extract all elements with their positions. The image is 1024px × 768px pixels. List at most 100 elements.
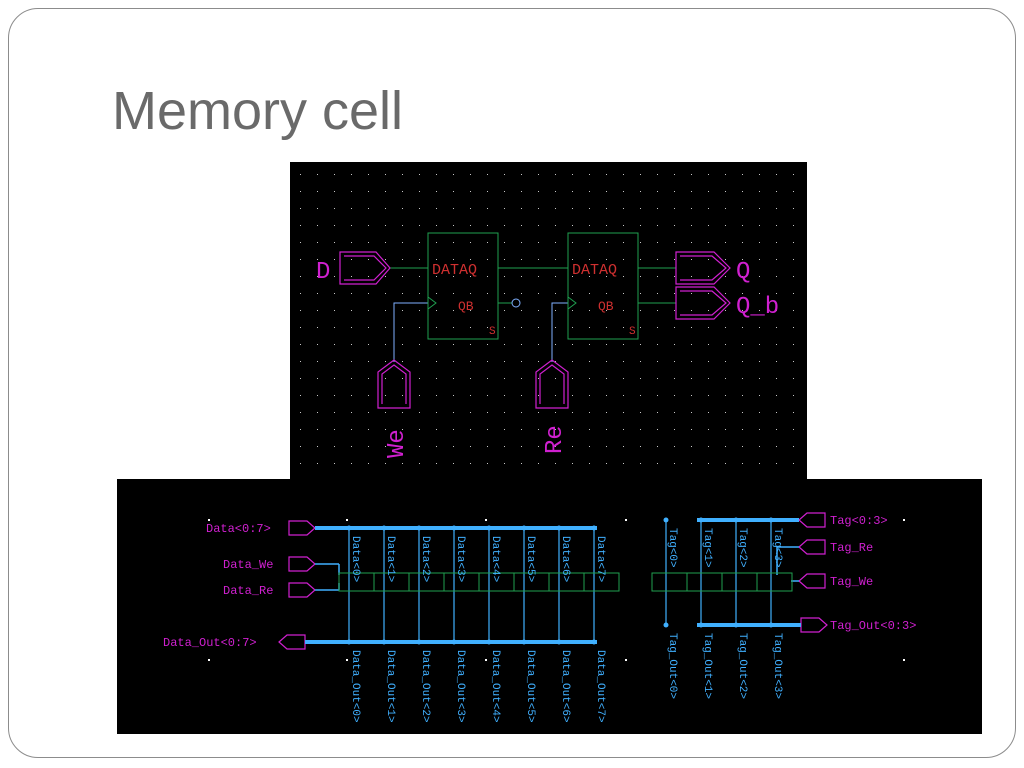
qb-pin-shape	[675, 286, 731, 320]
tag-bit-out-label: Tag_Out<2>	[736, 633, 748, 699]
tag-bit-label: Tag<0>	[666, 528, 678, 568]
data-bit-label: Data<4>	[489, 536, 501, 582]
data-re-label: Data_Re	[223, 584, 273, 598]
data-in-pin-shape	[288, 520, 316, 536]
data-bit-junction	[521, 525, 527, 531]
tag-bit-out-label: Tag_Out<1>	[701, 633, 713, 699]
tag-bit-label: Tag<1>	[701, 528, 713, 568]
tag-bit-junction	[663, 622, 669, 628]
data-bit-junction	[346, 639, 352, 645]
data-bit-label: Data<7>	[594, 536, 606, 582]
tag-out-pin-shape	[800, 617, 828, 633]
data-bit-out-label: Data_Out<4>	[489, 650, 501, 723]
data-re-pin-shape	[288, 582, 316, 598]
data-bit-junction	[486, 639, 492, 645]
data-bit-out-label: Data_Out<2>	[419, 650, 431, 723]
data-bit-label: Data<6>	[559, 536, 571, 582]
re-pin-shape	[535, 359, 569, 409]
q-pin-label: Q	[736, 259, 750, 286]
tag-out-label: Tag_Out<0:3>	[830, 619, 916, 633]
we-pin-label: We	[384, 429, 411, 458]
tag-re-label: Tag_Re	[830, 541, 873, 555]
bus-lines	[305, 518, 801, 644]
data-bit-junction	[346, 525, 352, 531]
data-we-pin-shape	[288, 556, 316, 572]
data-out-label: Data_Out<0:7>	[163, 636, 257, 650]
data-bit-out-label: Data_Out<0>	[349, 650, 361, 723]
flip-flop-schematic: DATAQ QB S DATAQ QB S D Q Q_b We	[290, 162, 807, 480]
we-pin-shape	[377, 359, 411, 409]
d-pin-shape	[339, 251, 391, 285]
data-bit-junction	[591, 525, 597, 531]
top-pins	[339, 251, 731, 409]
bottom-pins	[278, 512, 828, 650]
ff2-qb-label: QB	[598, 299, 614, 314]
data-bit-label: Data<2>	[419, 536, 431, 582]
flip-flop-1: DATAQ QB S	[427, 232, 499, 340]
data-bit-junction	[416, 639, 422, 645]
data-bit-label: Data<3>	[454, 536, 466, 582]
tag-in-pin-shape	[798, 512, 826, 528]
tag-bit-junction	[733, 622, 739, 628]
data-bit-cell	[583, 572, 620, 592]
data-bit-junction	[381, 639, 387, 645]
data-bit-out-label: Data_Out<5>	[524, 650, 536, 723]
data-bit-junction	[451, 525, 457, 531]
data-bit-label: Data<0>	[349, 536, 361, 582]
ff2-s-label: S	[629, 326, 636, 338]
ff1-data-label: DATAQ	[432, 262, 477, 279]
data-out-pin-shape	[278, 634, 306, 650]
data-bit-out-label: Data_Out<1>	[384, 650, 396, 723]
data-bit-out-label: Data_Out<6>	[559, 650, 571, 723]
data-bit-junction	[591, 639, 597, 645]
ff2-data-label: DATAQ	[572, 262, 617, 279]
tag-re-pin-shape	[798, 539, 826, 555]
qb-bubble	[511, 298, 521, 308]
data-bit-junction	[451, 639, 457, 645]
tag-in-label: Tag<0:3>	[830, 514, 888, 528]
tag-bit-junction	[768, 622, 774, 628]
top-wires	[390, 267, 676, 304]
tag-bit-cell	[651, 572, 688, 592]
data-bit-label: Data<1>	[384, 536, 396, 582]
tag-bit-cell	[686, 572, 723, 592]
tag-bit-junction	[768, 517, 774, 523]
tag-bit-out-label: Tag_Out<0>	[666, 633, 678, 699]
tag-we-label: Tag_We	[830, 575, 873, 589]
tag-bit-junction	[663, 517, 669, 523]
register-array-schematic: Data<0:7> Data_We Data_Re Data_Out<0:7> …	[117, 479, 982, 734]
data-bit-junction	[521, 639, 527, 645]
data-bit-out-label: Data_Out<7>	[594, 650, 606, 723]
data-bit-junction	[556, 639, 562, 645]
bottom-grid-dots	[208, 519, 905, 661]
tag-bit-junction	[698, 622, 704, 628]
data-bit-junction	[381, 525, 387, 531]
data-bit-junction	[486, 525, 492, 531]
re-pin-label: Re	[542, 425, 569, 454]
q-pin-shape	[675, 251, 731, 285]
tag-bit-junction	[698, 517, 704, 523]
data-bit-columns: Data<0> Data_Out<0> Data<1> Data_Out<1> Data…	[338, 525, 620, 723]
tag-bit-out-label: Tag_Out<3>	[771, 633, 783, 699]
slide-title: Memory cell	[112, 81, 404, 141]
data-in-label: Data<0:7>	[206, 522, 271, 536]
ff1-qb-label: QB	[458, 299, 474, 314]
tag-we-pin-shape	[798, 573, 826, 589]
flip-flop-2: DATAQ QB S	[567, 232, 639, 340]
tag-bit-junction	[733, 517, 739, 523]
data-bit-junction	[416, 525, 422, 531]
ff1-s-label: S	[489, 326, 496, 338]
qb-pin-label: Q_b	[736, 294, 779, 321]
data-we-label: Data_We	[223, 558, 273, 572]
data-bit-junction	[556, 525, 562, 531]
d-pin-label: D	[316, 259, 330, 286]
tag-bit-label: Tag<2>	[736, 528, 748, 568]
tag-bit-cell	[756, 572, 793, 592]
dot-grid	[300, 174, 794, 464]
data-bit-out-label: Data_Out<3>	[454, 650, 466, 723]
clock-wires	[393, 302, 568, 362]
tag-bit-label: Tag<3>	[771, 528, 783, 568]
data-bit-label: Data<5>	[524, 536, 536, 582]
tag-bit-columns: Tag<0> Tag_Out<0> Tag<1> Tag_Out<1> Tag<2> Ta…	[651, 517, 793, 699]
tag-bit-cell	[721, 572, 758, 592]
